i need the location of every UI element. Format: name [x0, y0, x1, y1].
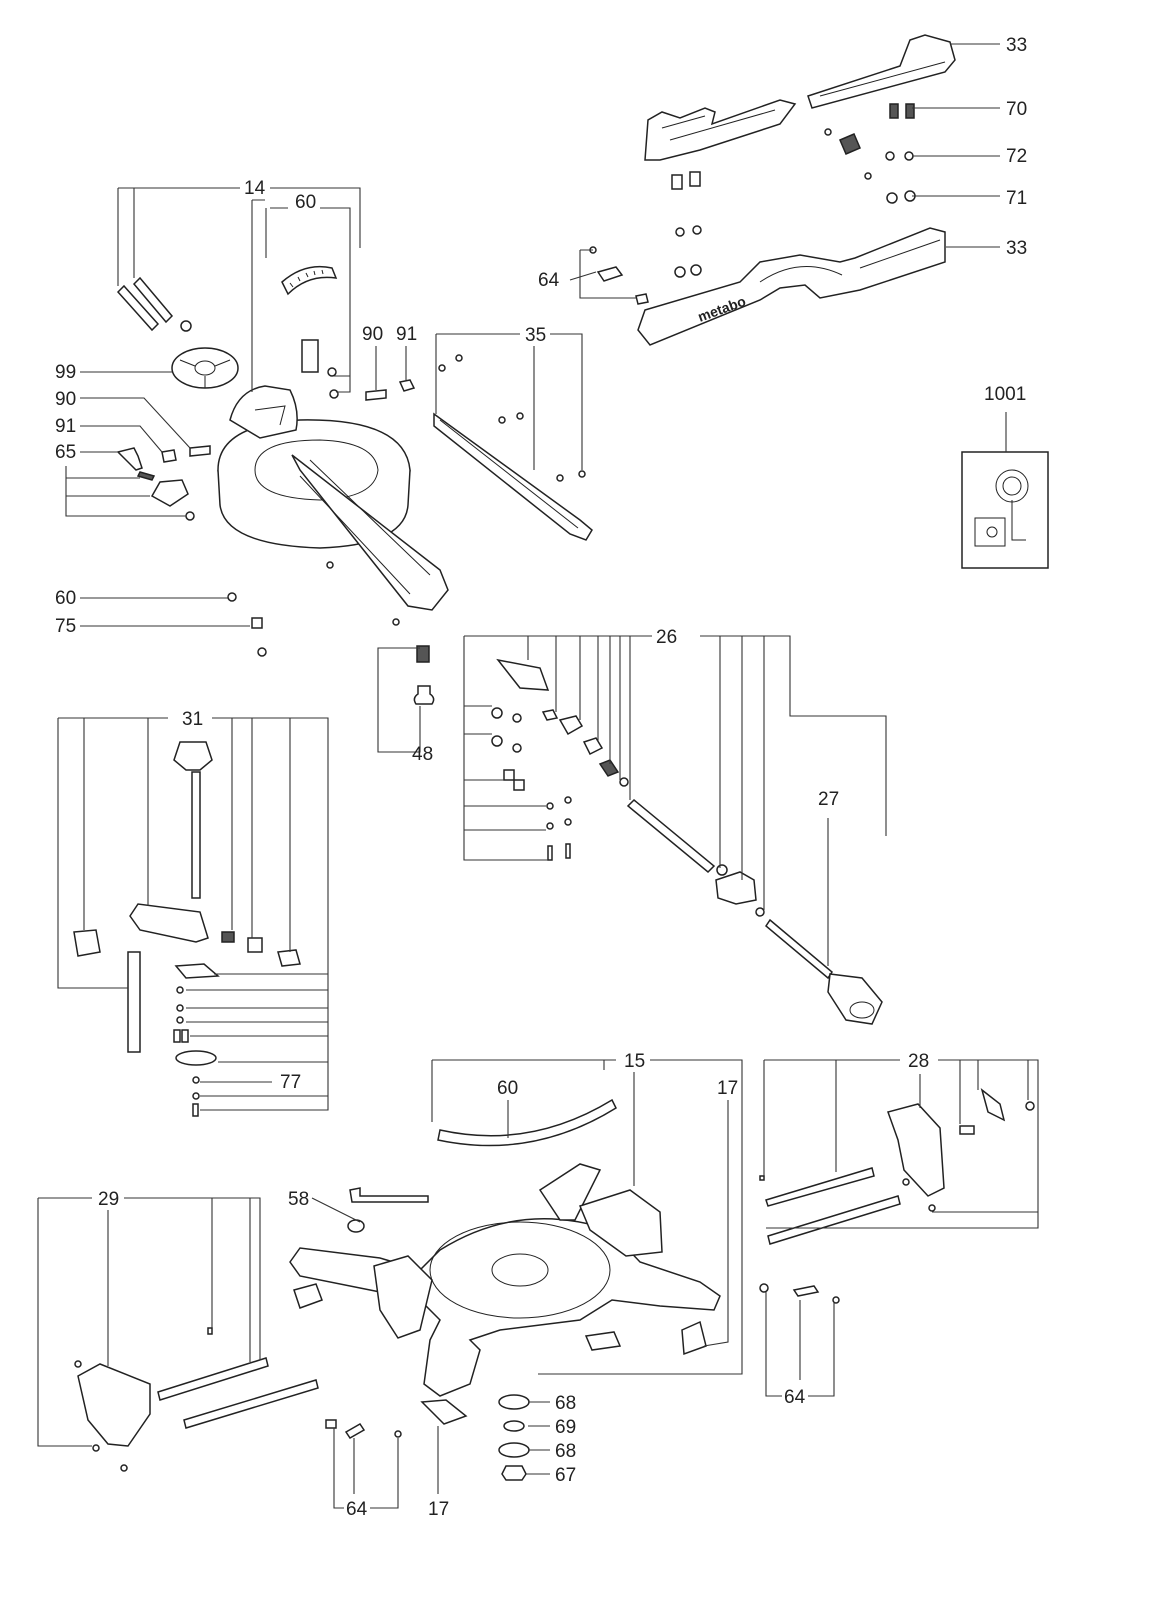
callout-58: 58 [288, 1189, 309, 1210]
hex-key-58 [347, 1187, 429, 1233]
callout-90-left: 90 [55, 389, 76, 410]
support-29 [74, 1327, 319, 1472]
left-hardware [116, 445, 400, 657]
callout-33-lower: 33 [1006, 238, 1027, 259]
callout-77: 77 [280, 1072, 301, 1093]
bottom-hardware [325, 1394, 530, 1481]
callout-67: 67 [555, 1465, 576, 1486]
sticker-inset [961, 451, 1049, 569]
callout-60-screw: 60 [55, 588, 76, 609]
callout-48: 48 [412, 744, 433, 765]
callout-15: 15 [624, 1051, 645, 1072]
callout-33-upper: 33 [1006, 35, 1027, 56]
leader-lines [37, 43, 1039, 1509]
callout-17-base: 17 [717, 1078, 738, 1099]
callout-35: 35 [525, 325, 546, 346]
callout-90-upper: 90 [362, 324, 383, 345]
callout-70: 70 [1006, 99, 1027, 120]
callout-65: 65 [55, 442, 76, 463]
lower-fence: metabo [637, 227, 946, 346]
callout-60-base: 60 [497, 1078, 518, 1099]
callout-71: 71 [1006, 188, 1027, 209]
carriage-26 [491, 658, 765, 917]
callout-31: 31 [182, 709, 203, 730]
upper-fence-right [807, 34, 956, 109]
scale-60-base [437, 1098, 617, 1147]
callout-60-arm: 60 [295, 192, 316, 213]
callout-69: 69 [555, 1417, 576, 1438]
spring-knob-48 [413, 645, 435, 705]
callout-labels: 33 70 72 71 33 64 14 60 99 90 91 90 91 6… [55, 35, 1027, 1520]
callout-75: 75 [55, 616, 76, 637]
callout-91-left: 91 [55, 416, 76, 437]
callout-17-bottom: 17 [428, 1499, 449, 1520]
callout-64-right: 64 [784, 1387, 806, 1408]
callout-64-fence: 64 [538, 270, 560, 291]
fence-hardware [589, 103, 916, 305]
callout-29: 29 [98, 1189, 119, 1210]
callout-91-upper: 91 [396, 324, 417, 345]
handwheel-99 [171, 320, 239, 389]
callout-68-lower: 68 [555, 1441, 576, 1462]
callout-68-upper: 68 [555, 1393, 576, 1414]
base-15 [289, 1163, 721, 1425]
callout-28: 28 [908, 1051, 929, 1072]
upper-fence-left [644, 99, 797, 161]
callout-64-bottom: 64 [346, 1499, 368, 1520]
callout-26: 26 [656, 627, 677, 648]
rods-14 [116, 276, 174, 332]
slide-bar-35 [433, 354, 593, 541]
callout-1001: 1001 [984, 384, 1026, 405]
bevel-31 [73, 741, 301, 1117]
callout-14: 14 [244, 178, 266, 199]
scale-segment-60 [281, 265, 338, 296]
knob-rod-27 [765, 918, 883, 1025]
turntable-arm [217, 339, 449, 611]
support-28 [759, 1088, 1035, 1304]
callout-27: 27 [818, 789, 839, 810]
callout-99: 99 [55, 362, 76, 383]
callout-72: 72 [1006, 146, 1027, 167]
